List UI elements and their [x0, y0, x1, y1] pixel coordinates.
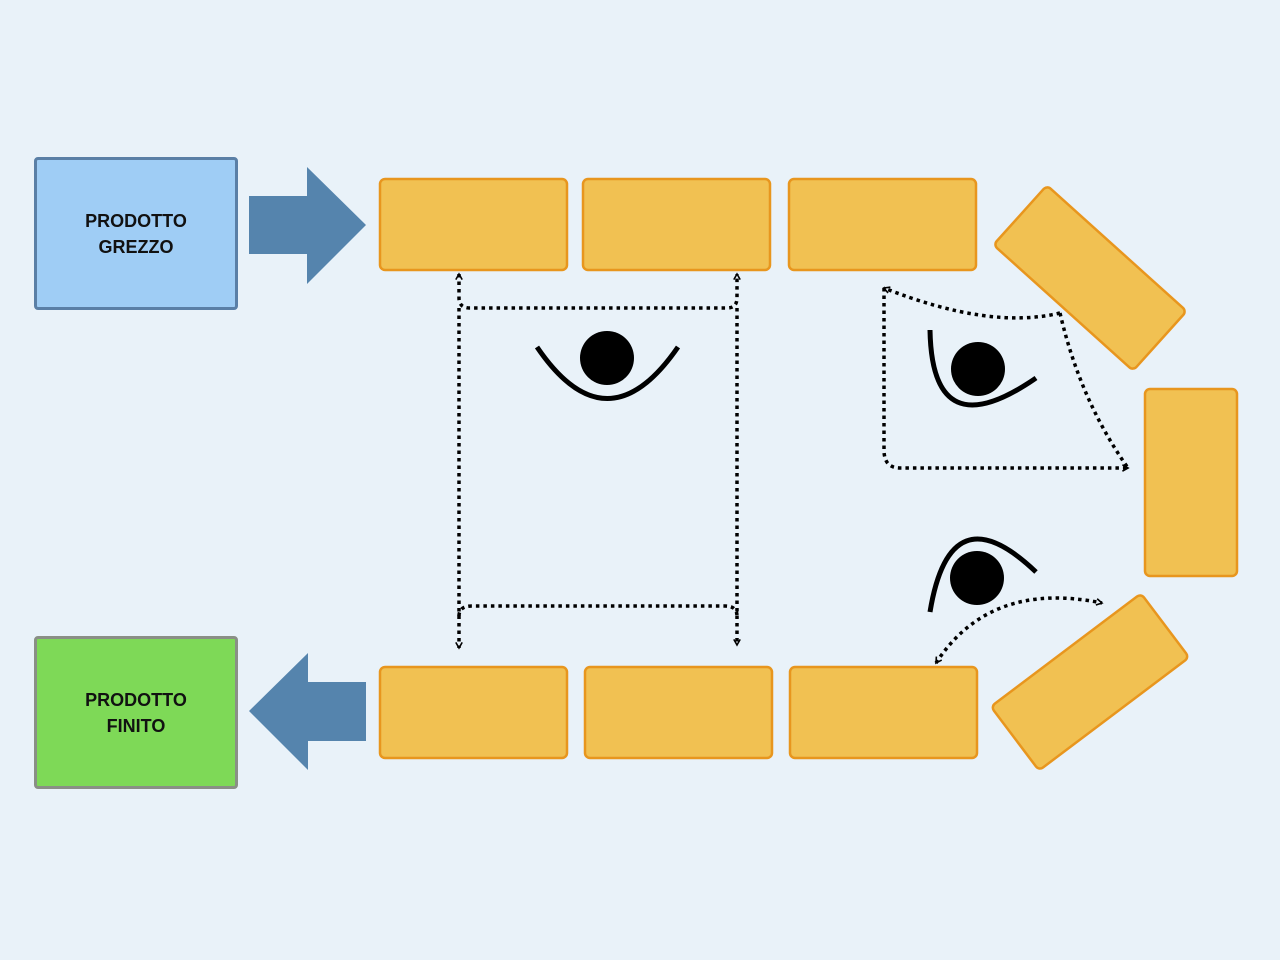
output-arrow-icon: [249, 653, 366, 770]
dotted-connector-curve-d: [934, 596, 1102, 663]
station-bottom-2: [583, 665, 774, 760]
finished-product-box: PRODOTTO FINITO: [34, 636, 238, 789]
eye-icon: [927, 329, 1038, 408]
raw-product-label: PRODOTTO GREZZO: [85, 210, 187, 257]
station-curve-bottom: [991, 594, 1189, 770]
station-bottom-3: [788, 665, 979, 760]
raw-product-box: PRODOTTO GREZZO: [34, 157, 238, 310]
dotted-connector-top: [459, 274, 737, 310]
station-curve-right: [1143, 387, 1239, 578]
station-curve-top: [994, 186, 1186, 370]
input-arrow-icon: [249, 167, 366, 284]
dotted-connector-curve-b: [882, 288, 1128, 468]
eye-icon: [534, 331, 681, 401]
finished-product-label: PRODOTTO FINITO: [85, 689, 187, 736]
station-top-3: [787, 177, 978, 272]
dotted-connector-curve-a: [884, 288, 1061, 320]
station-bottom-1: [378, 665, 569, 760]
dotted-connector-curve-c: [1058, 312, 1130, 470]
station-top-1: [378, 177, 569, 272]
station-top-2: [581, 177, 772, 272]
dotted-connector-bottom: [457, 604, 739, 617]
eye-icon: [927, 536, 1038, 613]
